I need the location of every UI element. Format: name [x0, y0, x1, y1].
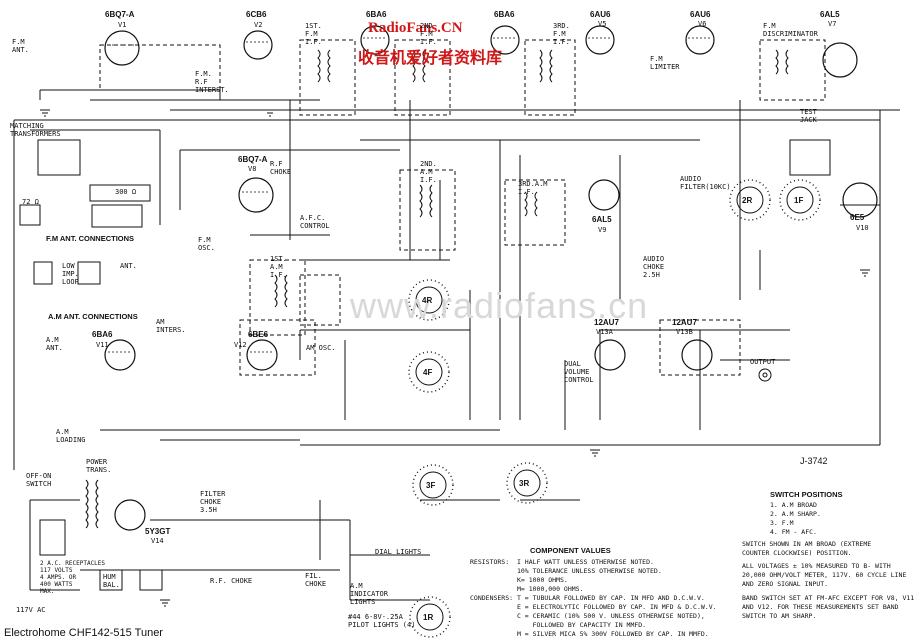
switch-position-1: 1. A.M BROAD [770, 501, 817, 509]
test-jack-label: TEST JACK [800, 108, 817, 124]
switch-shown-note: SWITCH SHOWN IN AM BROAD (EXTREME COUNTE… [742, 540, 872, 557]
watermark-chinese: 收音机爱好者资料库 [358, 48, 503, 67]
rf-choke-label: R.F CHOKE [270, 160, 292, 176]
switch-position-3: 3. F.M [770, 519, 794, 527]
switch-1r: 1R [423, 613, 434, 622]
component-values-line-2: 10% TOLERANCE UNLESS OTHERWISE NOTED. [470, 567, 662, 575]
dual-volume-label: DUAL VOLUME CONTROL [564, 360, 594, 384]
voltage-note: ALL VOLTAGES ± 10% MEASURED TO B- WITH 2… [742, 562, 907, 588]
drawing-number: J-3742 [800, 456, 828, 466]
second-fm-if-label: 2ND F.M I.F. [420, 22, 437, 46]
tube-v7-type: 6AL5 [820, 10, 840, 19]
switch-position-4: 4. FM - AFC. [770, 528, 817, 536]
tube-v12-type: 6BE6 [248, 330, 269, 339]
second-am-if-label: 2ND. A.M I.F. [420, 160, 437, 184]
switch-2r: 2R [742, 196, 753, 205]
am-ant-connections-title: A.M ANT. CONNECTIONS [48, 312, 138, 321]
am-indicator-label: A.M INDICATOR LIGHTS [350, 582, 388, 606]
switch-3r: 3R [519, 479, 530, 488]
tube-v7-ref: V7 [828, 20, 837, 28]
pilot-lights-label: #44 6-8V-.25A PILOT LIGHTS (4) [348, 613, 416, 629]
band-switch-note: BAND SWITCH SET AT FM-AFC EXCEPT FOR V8,… [742, 594, 915, 620]
filter-choke-label: FILTER CHOKE 3.5H [200, 490, 226, 514]
tube-v10-type: 6E5 [850, 213, 865, 222]
tube-v13b-type: 12AU7 [672, 318, 697, 327]
tube-v3-type: 6BA6 [366, 10, 387, 19]
switch-3f: 3F [426, 481, 436, 490]
tube-v4-type: 6BA6 [494, 10, 515, 19]
component-values-title: COMPONENT VALUES [530, 546, 611, 555]
tube-v1-type: 6BQ7-A [105, 10, 135, 19]
tube-v14-ref: V14 [151, 537, 164, 545]
tube-v9-ref: V9 [598, 226, 607, 234]
tube-v2-ref: V2 [254, 21, 263, 29]
tube-v14-type: 5Y3GT [145, 527, 171, 536]
watermark-faint: www.radiofans.cn [350, 285, 649, 326]
ac-117v-label: 117V AC [16, 606, 46, 614]
third-am-if-label: 3RD.A.M I.F. [518, 180, 548, 196]
component-values-line-8: FOLLOWED BY CAPACITY IN MMFD. [470, 621, 647, 629]
tube-v5-ref: V5 [598, 20, 607, 28]
off-on-switch-label: OFF-ON SWITCH [26, 472, 52, 488]
fm-limiter-label: F.M LIMITER [650, 55, 680, 71]
first-fm-if-label: 1ST. F.M I.F. [305, 22, 322, 46]
switch-4f: 4F [423, 368, 433, 377]
component-values-line-3: K= 1000 OHMS. [470, 576, 568, 584]
am-ant-label: A.M ANT. [46, 336, 63, 352]
schematic-caption: Electrohome CHF142-515 Tuner [4, 627, 163, 639]
switch-positions-title: SWITCH POSITIONS [770, 490, 843, 499]
fm-osc-label: F.M OSC. [198, 236, 215, 252]
component-values-line-1: RESISTORS: I HALF WATT UNLESS OTHERWISE … [470, 558, 654, 566]
ac-receptacles-label: 2 A.C. RECEPTACLES 117 VOLTS 4 AMPS. OR … [40, 560, 106, 595]
tube-v13b-ref: V13B [676, 328, 693, 336]
component-values-line-7: C = CERAMIC (10% 500 V. UNLESS OTHERWISE… [470, 612, 705, 620]
switch-position-2: 2. A.M SHARP. [770, 510, 821, 518]
tube-v9-type: 6AL5 [592, 215, 612, 224]
watermark-site: RadioFans.CN [368, 20, 463, 36]
power-trans-label: POWER TRANS. [86, 458, 112, 474]
tube-v6-type: 6AU6 [690, 10, 711, 19]
afc-control-label: A.F.C. CONTROL [300, 214, 330, 230]
third-fm-if-label: 3RD. F.M I.F. [553, 22, 570, 46]
tube-v8-type: 6BQ7-A [238, 155, 268, 164]
component-values-line-4: M= 1000,000 OHMS. [470, 585, 584, 593]
fil-choke-label: FIL. CHOKE [305, 572, 327, 588]
low-imp-loop-label: LOW IMP. LOOP [62, 262, 79, 286]
am-loading-label: A.M LOADING [56, 428, 86, 444]
tube-v5-type: 6AU6 [590, 10, 611, 19]
am-osc-label: AM OSC. [306, 344, 336, 352]
tube-v11-ref: V11 [96, 341, 109, 349]
ohm72-label: 72 Ω [22, 198, 39, 206]
audio-filter-label: AUDIO FILTER(10KC) [680, 175, 731, 191]
component-values-line-5: CONDENSERS: T = TUBULAR FOLLOWED BY CAP.… [470, 594, 705, 602]
hum-bal-label: HUM BAL. [103, 573, 120, 589]
tube-v12-ref: V12 [234, 341, 247, 349]
audio-choke-label: AUDIO CHOKE 2.5H [643, 255, 665, 279]
ant-label: ANT. [120, 262, 137, 270]
rf-choke-lower-label: R.F. CHOKE [210, 577, 253, 585]
fm-ant-label: F.M ANT. [12, 38, 29, 54]
tube-v13a-ref: V13A [596, 328, 613, 336]
matching-transformers-label: MATCHING TRANSFORMERS [10, 122, 61, 138]
tube-v6-ref: V6 [698, 20, 707, 28]
fm-ant-connections-title: F.M ANT. CONNECTIONS [46, 234, 135, 243]
switch-4r: 4R [422, 296, 433, 305]
tube-v10-ref: V10 [856, 224, 869, 232]
ohm300-label: 300 Ω [115, 188, 137, 196]
tube-v11-type: 6BA6 [92, 330, 113, 339]
component-values-line-9: M = SILVER MICA 5% 300V FOLLOWED BY CAP.… [470, 630, 709, 638]
component-values-line-6: E = ELECTROLYTIC FOLLOWED BY CAP. IN MFD… [470, 603, 717, 611]
fm-rf-interst-label: F.M. R.F INTERST. [195, 70, 229, 94]
tube-v13a-type: 12AU7 [594, 318, 619, 327]
first-am-if-label: 1ST. A.M I.F. [270, 255, 287, 279]
dial-lights-label: DIAL LIGHTS [375, 548, 422, 556]
am-interst-label: AM INTERS. [156, 318, 186, 334]
tube-v1-ref: V1 [118, 21, 127, 29]
fm-discriminator-label: F.M DISCRIMINATOR [763, 22, 818, 38]
tube-v2-type: 6CB6 [246, 10, 267, 19]
output-label: OUTPUT [750, 358, 776, 366]
switch-1f: 1F [794, 196, 804, 205]
tube-v8-ref: V8 [248, 165, 257, 173]
